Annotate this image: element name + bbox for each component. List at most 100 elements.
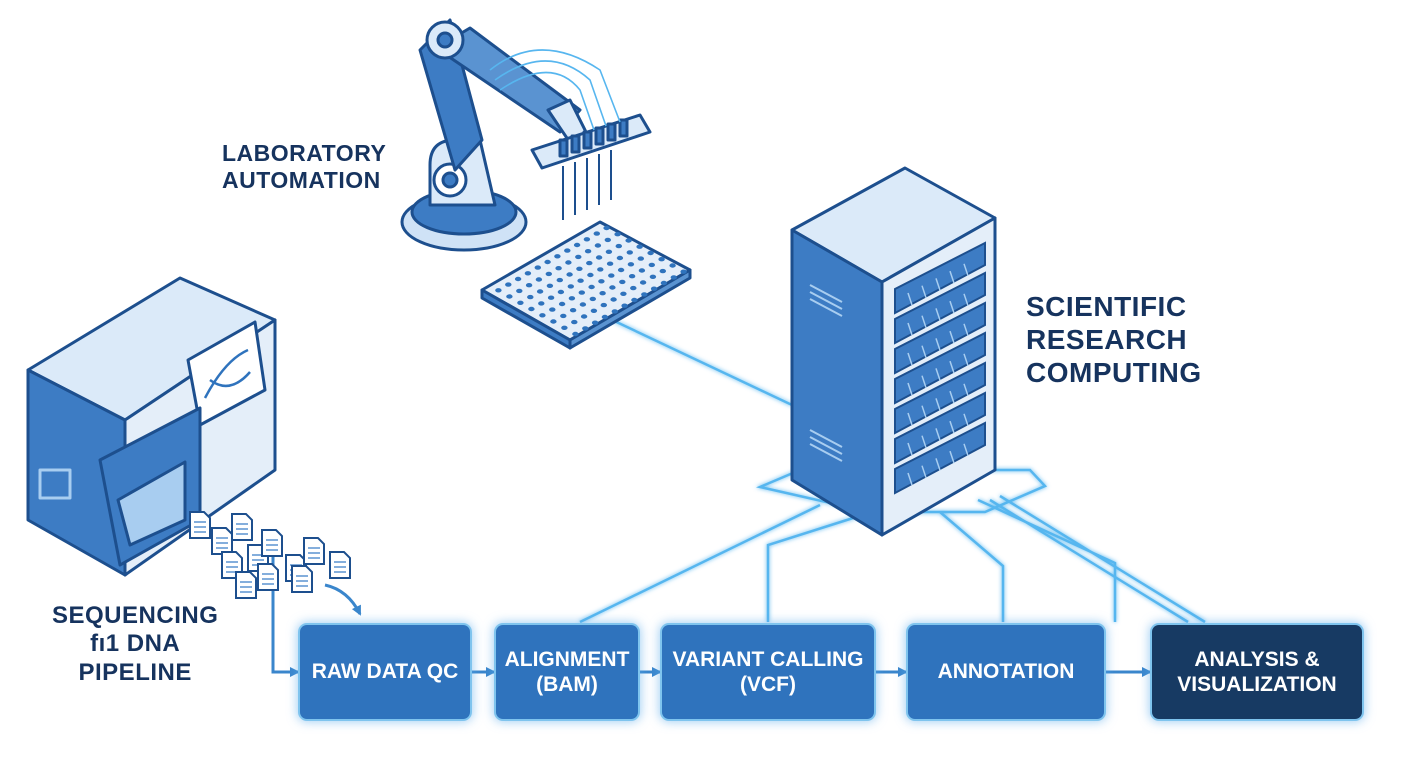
well — [669, 263, 676, 268]
well — [545, 271, 552, 277]
file-icon — [189, 511, 211, 539]
well — [641, 292, 648, 297]
well — [620, 291, 627, 296]
well — [558, 301, 566, 307]
well — [549, 307, 556, 312]
sequencing-line-1: SEQUENCING — [52, 602, 219, 629]
well — [626, 250, 633, 255]
server-drives — [894, 241, 986, 495]
drive-vent — [907, 352, 913, 366]
well — [527, 294, 534, 300]
drive-vent — [949, 420, 955, 434]
pipeline-step-analysis-visualization[interactable]: ANALYSIS & VISUALIZATION — [1152, 625, 1362, 719]
well — [539, 313, 546, 318]
alignment-subtext: (BAM) — [536, 673, 598, 696]
well — [650, 286, 658, 291]
well — [575, 254, 582, 260]
well — [606, 261, 614, 266]
drive-vent — [907, 382, 913, 396]
sequencing-line-2: fı1 DNA — [90, 630, 181, 658]
file-icon — [291, 565, 313, 593]
well — [573, 242, 581, 248]
file-icon — [329, 551, 351, 579]
pipeline-step-annotation[interactable]: ANNOTATION — [908, 625, 1104, 719]
well — [534, 265, 541, 270]
well — [615, 243, 622, 249]
arrow-files-to-qc — [324, 583, 362, 616]
drive-vent — [921, 345, 927, 358]
link-server-to-variant-calling — [766, 510, 873, 622]
well — [608, 273, 615, 278]
well — [589, 296, 596, 302]
well — [680, 269, 687, 274]
drive-vent — [963, 383, 969, 397]
well — [591, 320, 599, 325]
well — [658, 257, 665, 262]
well — [593, 231, 600, 236]
well — [579, 302, 587, 307]
pipeline-step-variant-calling[interactable]: VARIANT CALLING (VCF) — [662, 625, 874, 719]
drive-bay — [894, 421, 986, 495]
well — [598, 279, 605, 284]
lab-automation-label: LABORATORY AUTOMATION — [222, 140, 386, 194]
well — [614, 232, 621, 237]
file-icon — [257, 563, 279, 591]
link-server-to-annotation — [939, 511, 1005, 622]
well — [572, 331, 579, 337]
sequencing-line-3: PIPELINE — [78, 658, 192, 686]
well — [595, 255, 603, 260]
well — [536, 289, 544, 294]
well — [546, 283, 554, 288]
well — [627, 262, 635, 267]
well — [604, 237, 611, 243]
pipeline-step-alignment[interactable]: ALIGNMENT (BAM) — [496, 625, 638, 719]
drive-vent — [949, 330, 955, 344]
server-platform — [755, 468, 1048, 514]
well — [584, 249, 592, 254]
well — [587, 272, 594, 278]
well — [577, 278, 584, 283]
well — [538, 301, 545, 306]
drive-vent — [963, 323, 969, 337]
file-icon — [211, 527, 233, 555]
well — [571, 319, 578, 325]
pipeline-step-raw-data-qc[interactable]: RAW DATA QC — [300, 625, 470, 719]
drive-vent — [907, 292, 913, 306]
alignment-text: ALIGNMENT — [504, 647, 630, 671]
well — [594, 243, 602, 248]
well — [582, 326, 589, 331]
well — [630, 285, 637, 291]
well — [660, 280, 668, 286]
well — [506, 294, 513, 299]
sequencer-illustration — [26, 276, 277, 577]
well — [631, 297, 638, 303]
drive-vent — [921, 465, 927, 478]
drive-vent — [921, 315, 927, 328]
well — [517, 300, 524, 305]
file-icon — [303, 537, 325, 565]
link-server-to-box5-b — [989, 498, 1189, 624]
drive-bay — [894, 301, 986, 375]
well — [603, 225, 610, 231]
drive-vent — [963, 353, 969, 367]
drive-vent — [963, 413, 969, 427]
drive-vent — [921, 435, 927, 448]
drive-vent — [935, 338, 941, 351]
research-computing-line-2: RESEARCH — [1026, 324, 1188, 356]
well — [625, 238, 632, 243]
well — [637, 256, 644, 261]
drive-bay — [894, 331, 986, 405]
drive-vent — [921, 405, 927, 418]
drive-vent — [949, 390, 955, 404]
analysis-text: ANALYSIS & — [1194, 647, 1320, 671]
raw-data-qc-text: RAW DATA QC — [311, 660, 459, 684]
drive-vent — [963, 293, 969, 307]
drive-bay — [894, 391, 986, 465]
well — [670, 275, 677, 280]
drive-bay — [894, 271, 986, 345]
well — [621, 303, 628, 308]
file-icon — [231, 513, 253, 541]
data-files — [189, 511, 351, 599]
well — [564, 248, 571, 253]
